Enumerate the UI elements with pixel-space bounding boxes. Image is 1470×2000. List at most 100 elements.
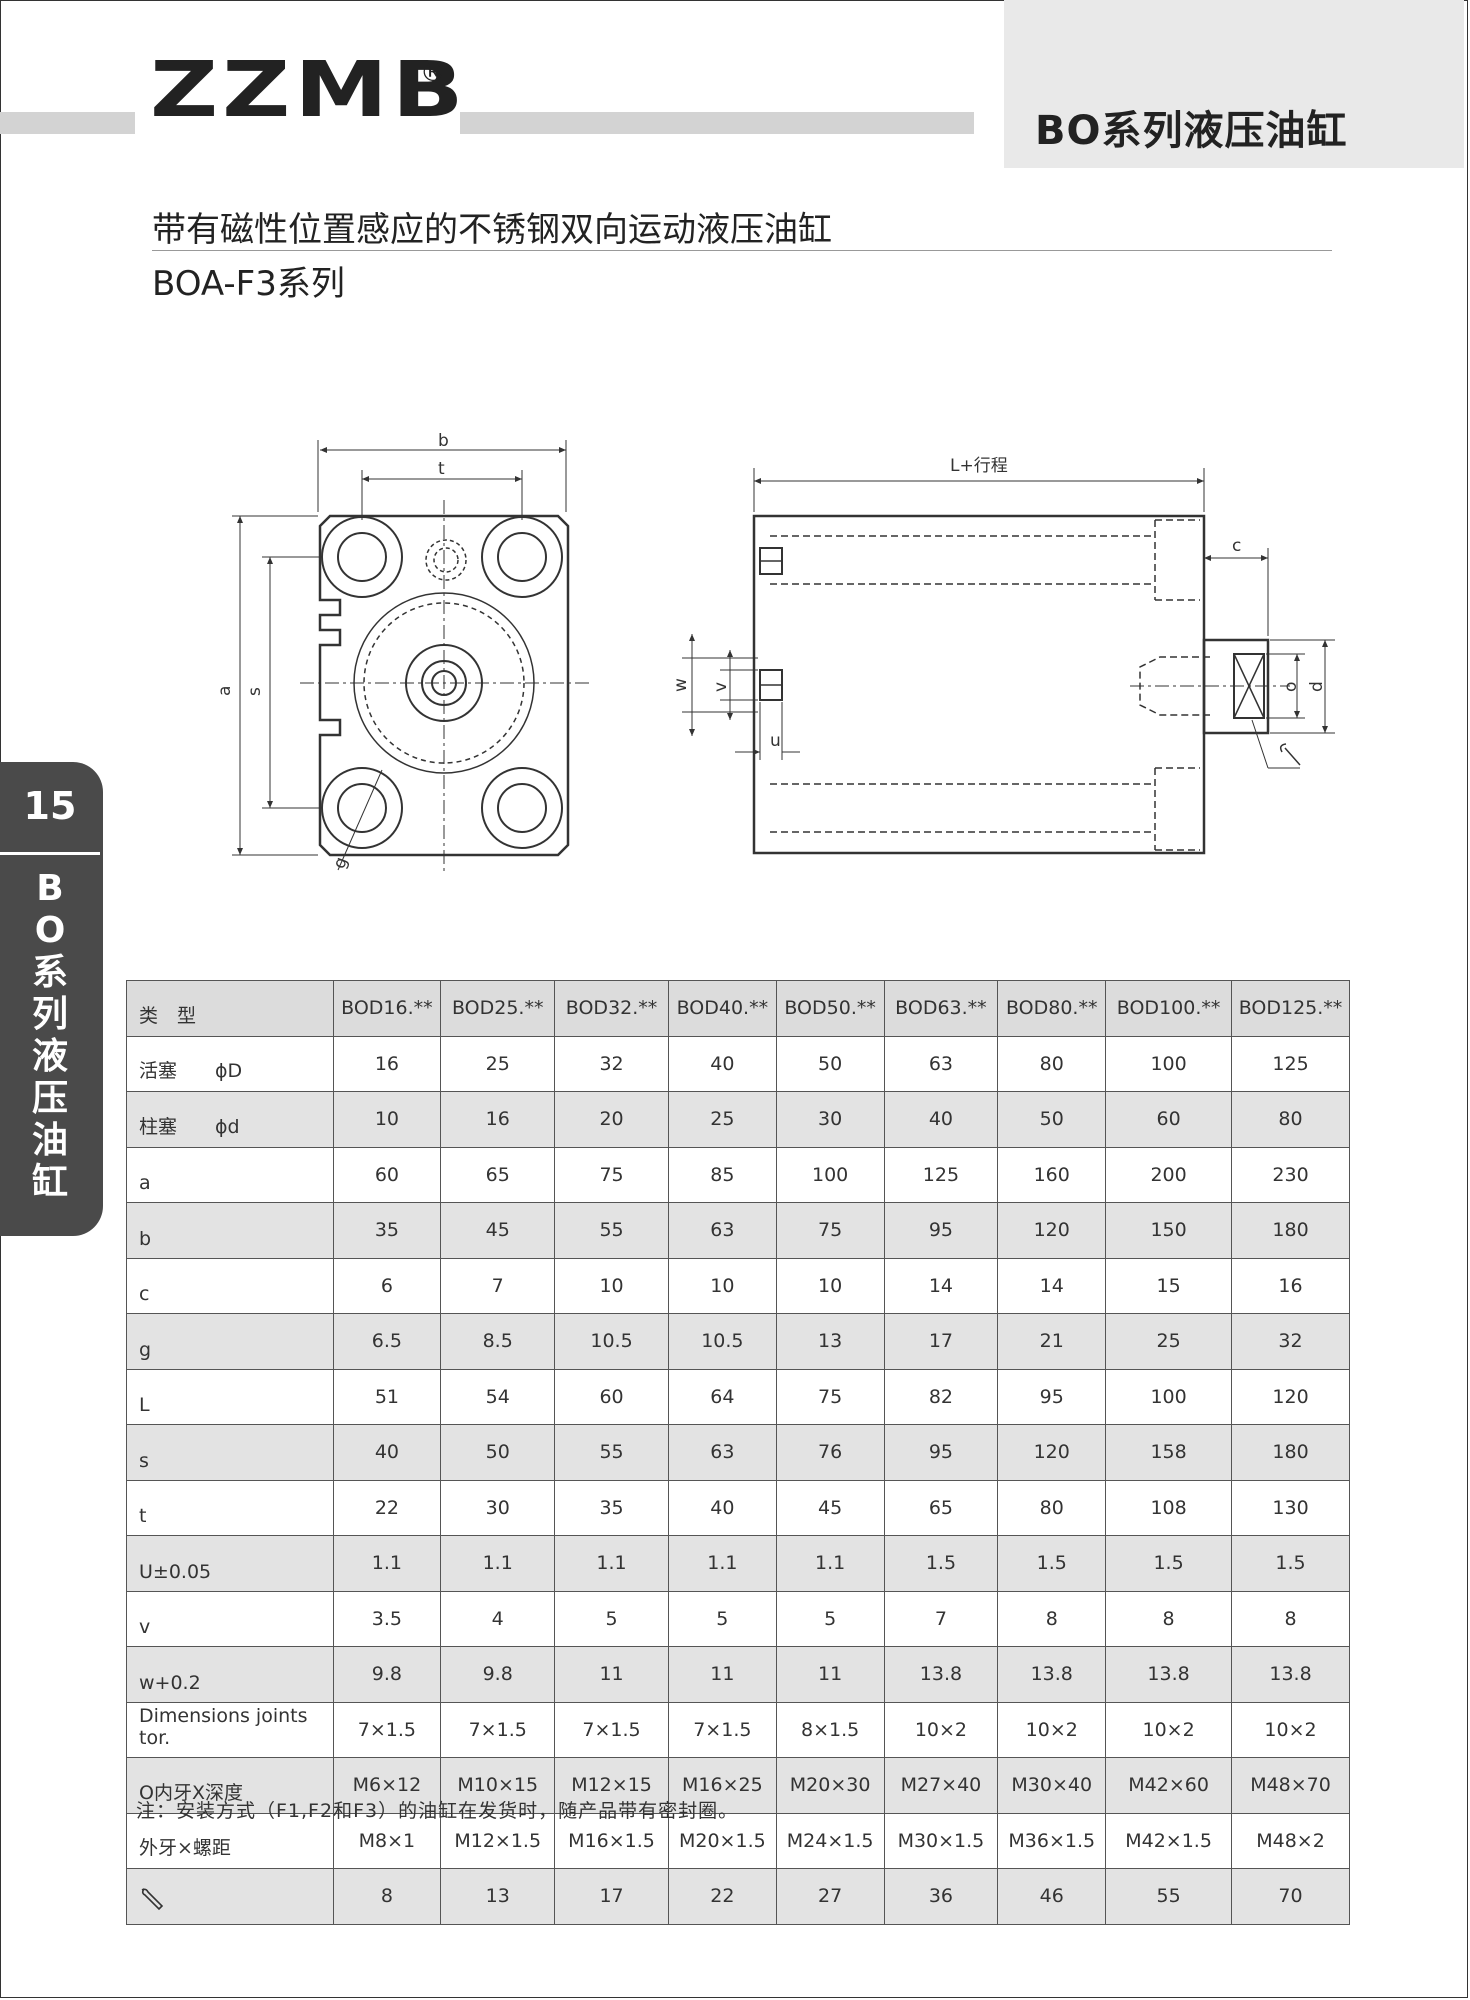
table-cell: 3.5 <box>332 1590 442 1647</box>
table-cell: 30 <box>440 1479 556 1536</box>
product-series: BOA-F3系列 <box>152 264 345 304</box>
header-model: BOD16.** <box>332 980 442 1037</box>
table-cell: 40 <box>667 1479 777 1536</box>
row-label: 活塞 ϕD <box>126 1035 334 1092</box>
table-cell: 64 <box>667 1368 777 1425</box>
dim-label-t: t <box>438 459 445 479</box>
dim-label-w: w <box>671 678 691 692</box>
row-label: g <box>126 1313 334 1370</box>
table-cell: 13.8 <box>1231 1646 1350 1703</box>
table-cell: 60 <box>332 1146 442 1203</box>
table-cell: 63 <box>667 1202 777 1259</box>
table-cell: 1.1 <box>554 1535 669 1592</box>
table-cell: M48×70 <box>1231 1757 1350 1814</box>
table-cell: 60 <box>554 1368 669 1425</box>
table-cell: 1.1 <box>667 1535 777 1592</box>
header-model: BOD50.** <box>775 980 885 1037</box>
table-cell: 40 <box>883 1091 999 1148</box>
table-cell: 17 <box>883 1313 999 1370</box>
table-cell: 180 <box>1231 1424 1350 1481</box>
table-cell: 100 <box>775 1146 885 1203</box>
table-cell: 14 <box>997 1257 1107 1314</box>
header-bar-left <box>0 112 135 134</box>
table-cell: 75 <box>775 1202 885 1259</box>
table-cell: 32 <box>554 1035 669 1092</box>
header-model: BOD25.** <box>440 980 556 1037</box>
table-cell: 60 <box>1105 1091 1233 1148</box>
dim-label-s: s <box>245 687 265 696</box>
table-cell: 7 <box>883 1590 999 1647</box>
table-cell: 16 <box>332 1035 442 1092</box>
header-model: BOD80.** <box>997 980 1107 1037</box>
table-cell: 5 <box>554 1590 669 1647</box>
table-cell: 7×1.5 <box>332 1701 442 1758</box>
side-view <box>752 514 1290 855</box>
table-cell: 76 <box>775 1424 885 1481</box>
table-cell: 158 <box>1105 1424 1233 1481</box>
table-cell: 16 <box>440 1091 556 1148</box>
dim-label-c: c <box>1232 536 1241 556</box>
table-cell: 150 <box>1105 1202 1233 1259</box>
table-cell: 50 <box>440 1424 556 1481</box>
table-cell: 8.5 <box>440 1313 556 1370</box>
table-cell: 10.5 <box>667 1313 777 1370</box>
header-model: BOD125.** <box>1231 980 1350 1037</box>
table-cell: 200 <box>1105 1146 1233 1203</box>
dim-label-o: o <box>1281 682 1301 692</box>
table-cell: M20×30 <box>775 1757 885 1814</box>
table-cell: M8×1 <box>332 1812 442 1869</box>
table-cell: 13 <box>440 1868 556 1925</box>
row-label: w+0.2 <box>126 1646 334 1703</box>
table-cell: 10 <box>775 1257 885 1314</box>
table-cell: 22 <box>667 1868 777 1925</box>
table-cell: 10×2 <box>1231 1701 1350 1758</box>
dim-label-a: a <box>215 686 235 696</box>
table-cell: 11 <box>554 1646 669 1703</box>
side-tab-label: BO系列液压油缸 <box>31 868 68 1203</box>
table-cell: 40 <box>667 1035 777 1092</box>
table-cell: 46 <box>997 1868 1107 1925</box>
subtitle-divider <box>152 250 1332 251</box>
table-cell: 1.5 <box>1105 1535 1233 1592</box>
table-cell: 4 <box>440 1590 556 1647</box>
table-cell: 1.1 <box>332 1535 442 1592</box>
wrench-icon <box>1279 743 1301 766</box>
table-cell: 160 <box>997 1146 1107 1203</box>
series-title-box <box>1004 0 1464 168</box>
table-cell: 6.5 <box>332 1313 442 1370</box>
side-tab-divider <box>0 852 100 855</box>
table-cell: 10 <box>667 1257 777 1314</box>
table-cell: 15 <box>1105 1257 1233 1314</box>
table-cell: 9.8 <box>332 1646 442 1703</box>
table-cell: 108 <box>1105 1479 1233 1536</box>
table-cell: 45 <box>775 1479 885 1536</box>
table-cell: 85 <box>667 1146 777 1203</box>
table-cell: 11 <box>775 1646 885 1703</box>
table-cell: 7×1.5 <box>667 1701 777 1758</box>
table-cell: 25 <box>667 1091 777 1148</box>
table-cell: 8 <box>1105 1590 1233 1647</box>
dim-label-b: b <box>438 431 449 451</box>
table-cell: 95 <box>883 1202 999 1259</box>
table-cell: M30×40 <box>997 1757 1107 1814</box>
table-cell: 30 <box>775 1091 885 1148</box>
front-view <box>300 500 590 875</box>
table-cell: 10 <box>332 1091 442 1148</box>
wrench-icon <box>126 1868 334 1925</box>
dim-label-d: d <box>1307 681 1327 692</box>
table-cell: 130 <box>1231 1479 1350 1536</box>
table-cell: 65 <box>883 1479 999 1536</box>
table-cell: 45 <box>440 1202 556 1259</box>
table-cell: 10×2 <box>997 1701 1107 1758</box>
table-cell: 14 <box>883 1257 999 1314</box>
front-dimensions <box>232 440 567 871</box>
dim-label-u: u <box>770 731 781 751</box>
